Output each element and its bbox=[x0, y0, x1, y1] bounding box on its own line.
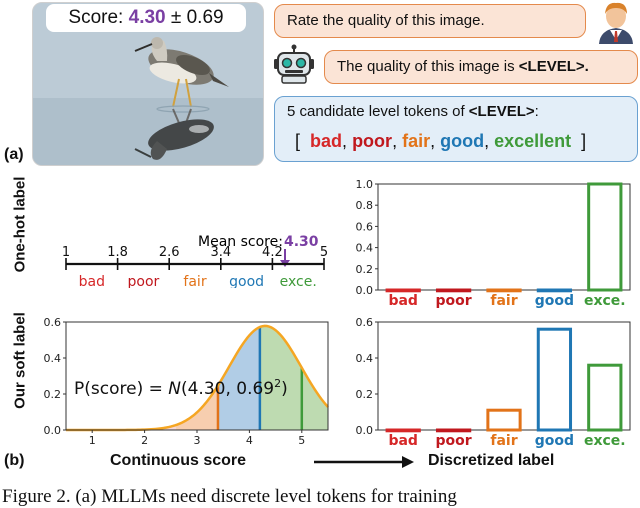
bar-poor bbox=[437, 290, 469, 291]
continuous-score-label: Continuous score bbox=[110, 452, 246, 470]
figure-caption: Figure 2. (a) MLLMs need discrete level … bbox=[2, 486, 457, 508]
x-tick-label: poor bbox=[436, 293, 472, 308]
formula-part: ) bbox=[281, 379, 288, 399]
user-prompt-bubble: Rate the quality of this image. bbox=[274, 4, 586, 38]
y-tick-label: 0.4 bbox=[356, 242, 374, 255]
y-tick-label: 0.6 bbox=[356, 316, 374, 329]
row2-ylabel: Our soft label bbox=[12, 301, 29, 421]
y-tick-label: 0.4 bbox=[356, 352, 374, 365]
formula-part: (4.30, 0.69 bbox=[181, 379, 274, 399]
x-tick-label: 3 bbox=[194, 434, 201, 447]
y-tick-label: 0.2 bbox=[356, 263, 374, 276]
candidate-tokens-box: 5 candidate level tokens of <LEVEL>: [ b… bbox=[274, 96, 638, 162]
formula: P(score) = N(4.30, 0.692) bbox=[74, 377, 288, 399]
y-tick-label: 0.2 bbox=[356, 388, 374, 401]
scale-level-label: good bbox=[229, 274, 264, 288]
bar-fair bbox=[488, 290, 520, 291]
plot-frame bbox=[378, 322, 630, 430]
scale-ticks: 1 1.8 2.6 3.4 4.2 5 bad poor fair good exce. bbox=[62, 245, 328, 288]
bot-response-text: The quality of this image is bbox=[337, 58, 515, 75]
x-tick-label: good bbox=[535, 433, 574, 449]
onehot-bar-chart: 0.0 0.2 0.4 0.6 0.8 1.0 bad poor fair good exce. bbox=[338, 176, 638, 308]
panel-label-a: (a) bbox=[4, 146, 24, 164]
score-std: ± 0.69 bbox=[171, 7, 224, 28]
close-bracket: ] bbox=[581, 131, 586, 151]
token-excellent: excellent bbox=[494, 131, 571, 151]
x-tick-label: poor bbox=[436, 433, 472, 449]
soft-label-bar-chart: 0.0 0.2 0.4 0.6 bad poor fair good exce. bbox=[338, 314, 638, 450]
scale-tick-label: 3.4 bbox=[210, 245, 231, 260]
bar-bad bbox=[387, 290, 419, 291]
x-tick-label: fair bbox=[490, 293, 517, 308]
x-tick-label: exce. bbox=[584, 433, 626, 449]
formula-part: P(score) = bbox=[74, 379, 168, 399]
bar-exce bbox=[589, 184, 621, 290]
scale-tick-label: 1 bbox=[62, 245, 70, 260]
x-tick-label: bad bbox=[388, 433, 418, 449]
y-tick-label: 0.6 bbox=[44, 316, 62, 329]
panel-label-b: (b) bbox=[4, 452, 24, 470]
bar-good bbox=[538, 329, 570, 430]
discretized-label: Discretized label bbox=[428, 452, 554, 470]
candidates-title-text: 5 candidate level tokens of bbox=[287, 103, 465, 120]
scale-tick-label: 5 bbox=[320, 245, 328, 260]
token-good: good bbox=[440, 131, 484, 151]
right-arrow-icon bbox=[312, 454, 416, 470]
scale-level-label: poor bbox=[128, 274, 160, 288]
x-tick-label: fair bbox=[490, 433, 517, 449]
y-tick-label: 0.2 bbox=[44, 388, 62, 401]
robot-icon bbox=[274, 44, 314, 84]
bar-bad bbox=[387, 430, 419, 431]
open-bracket: [ bbox=[295, 131, 300, 151]
x-tick-label: good bbox=[535, 293, 574, 308]
bot-level-token: <LEVEL>. bbox=[519, 58, 589, 75]
y-tick-label: 0.0 bbox=[356, 284, 374, 297]
bar-fair bbox=[488, 410, 520, 430]
token-fair: fair bbox=[402, 131, 430, 151]
scale-level-label: bad bbox=[79, 274, 105, 288]
y-tick-label: 0.4 bbox=[44, 352, 62, 365]
token-poor: poor bbox=[352, 131, 392, 151]
score-badge: Score: 4.30 ± 0.69 bbox=[46, 4, 246, 32]
scale-tick-label: 1.8 bbox=[107, 245, 128, 260]
area-tail bbox=[302, 368, 328, 430]
x-tick-label: exce. bbox=[584, 293, 626, 308]
y-tick-label: 0.0 bbox=[356, 424, 374, 437]
x-tick-label: 5 bbox=[298, 434, 305, 447]
bar-exce bbox=[589, 365, 621, 430]
y-tick-label: 0.8 bbox=[356, 199, 374, 212]
user-avatar-icon bbox=[596, 0, 636, 44]
candidates-title-token: <LEVEL> bbox=[469, 103, 535, 120]
scale-level-label: exce. bbox=[280, 274, 317, 288]
candidate-token-list: [ bad, poor, fair, good, excellent ] bbox=[295, 131, 586, 152]
y-tick-label: 0.6 bbox=[356, 220, 374, 233]
scale-tick-label: 4.2 bbox=[262, 245, 283, 260]
score-label: Score: bbox=[68, 7, 123, 28]
x-tick-label: bad bbox=[388, 293, 418, 308]
bot-response-bubble: The quality of this image is <LEVEL>. bbox=[324, 50, 638, 84]
scale-tick-label: 2.6 bbox=[159, 245, 180, 260]
formula-part: 2 bbox=[274, 377, 281, 390]
plot-frame bbox=[378, 184, 630, 290]
bar-poor bbox=[437, 430, 469, 431]
y-tick-label: 0.0 bbox=[44, 424, 62, 437]
user-prompt-text: Rate the quality of this image. bbox=[287, 12, 485, 29]
soft-label-curve-chart: 0.0 0.2 0.4 0.6 1 2 3 4 5 P(score) = N(4.30, 0.69… bbox=[36, 314, 340, 450]
mean-score-value: 4.30 bbox=[284, 234, 319, 250]
row1-ylabel: One-hot label bbox=[12, 165, 29, 285]
score-value: 4.30 bbox=[129, 7, 166, 28]
scale-level-label: fair bbox=[183, 274, 206, 288]
formula-part: N bbox=[168, 379, 181, 399]
candidates-title-colon: : bbox=[535, 103, 539, 120]
y-tick-label: 1.0 bbox=[356, 178, 374, 191]
x-tick-label: 1 bbox=[89, 434, 96, 447]
token-bad: bad bbox=[310, 131, 342, 151]
candidates-title: 5 candidate level tokens of <LEVEL>: bbox=[287, 103, 539, 120]
bar-good bbox=[538, 290, 570, 291]
x-tick-label: 2 bbox=[141, 434, 148, 447]
x-tick-label: 4 bbox=[246, 434, 253, 447]
